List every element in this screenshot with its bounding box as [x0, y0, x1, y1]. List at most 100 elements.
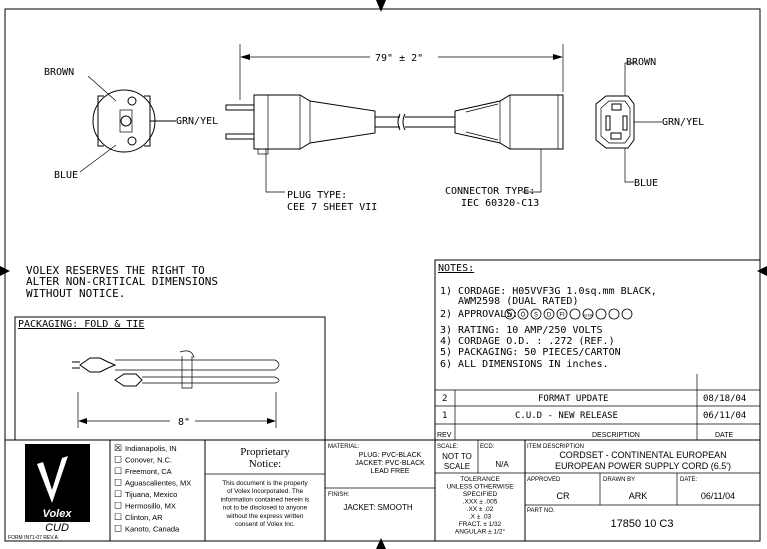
location-name: Tijuana, Mexico: [125, 490, 177, 499]
logo-text: Volex: [43, 508, 73, 520]
connector-face-view: [595, 95, 635, 149]
finish-label: FINISH:: [328, 492, 350, 498]
finish-value: JACKET: SMOOTH: [343, 503, 413, 512]
approval-mark: KEMA: [582, 308, 594, 320]
plug-type-label: PLUG TYPE:: [287, 190, 347, 201]
plug-face-view: [92, 89, 176, 153]
location-name: Kanoto, Canada: [125, 525, 180, 534]
approval-mark-text: S: [534, 313, 538, 319]
drawn-value: ARK: [629, 491, 648, 501]
blue-label-right: BLUE: [634, 178, 658, 189]
part-label: PART NO.: [527, 508, 555, 514]
disclaimer-line-3: WITHOUT NOTICE.: [26, 287, 125, 300]
material-line-2: JACKET: PVC-BLACK: [355, 460, 425, 467]
approval-mark: D: [543, 308, 555, 320]
ecd-label: ECD:: [480, 444, 495, 450]
rev-row-2-desc: C.U.D - NEW RELEASE: [515, 411, 618, 421]
ecd-value: N/A: [495, 460, 509, 469]
disclaimer-line-1: VOLEX RESERVES THE RIGHT TO: [26, 264, 205, 277]
note-6: 6) ALL DIMENSIONS IN inches.: [440, 359, 609, 370]
proprietary-title-1: Proprietary: [240, 446, 290, 458]
location-checkbox: ☒: [114, 443, 122, 453]
connector-type-leader: [522, 149, 542, 193]
tolerance-line: UNLESS OTHERWISE: [446, 484, 514, 491]
title-block-grid: [5, 439, 760, 541]
note-4: 4) CORDAGE O.D. : .272 (REF.): [440, 336, 615, 347]
packaging-box: [14, 316, 326, 441]
rev-header-desc: DESCRIPTION: [592, 432, 640, 439]
brown-leader-right: [624, 62, 636, 96]
top-center-arrow: [376, 0, 386, 12]
rev-header-rev: REV: [437, 432, 452, 439]
rev-row-2-rev: 1: [442, 411, 447, 421]
connector-type-value: IEC 60320-C13: [461, 198, 539, 209]
approval-mark: [569, 308, 581, 320]
grnyel-label-right: GRN/YEL: [662, 117, 704, 128]
overall-length-label: 79" ± 2": [375, 53, 423, 64]
scale-label: SCALE:: [437, 444, 459, 450]
blue-label-left: BLUE: [54, 170, 78, 181]
packaging-dimension-label: 8": [178, 417, 190, 428]
drawn-label: DRAWN BY: [603, 477, 635, 483]
location-checkbox: ☐: [114, 478, 122, 488]
location-name: Freemont, CA: [125, 467, 172, 476]
brown-leader-left: [87, 75, 117, 102]
plug-type-value: CEE 7 SHEET VII: [287, 202, 377, 213]
approval-mark-text: D: [547, 313, 552, 319]
item-label: ITEM DESCRIPTION: [527, 444, 584, 450]
scale-value-2: SCALE: [444, 462, 470, 471]
proprietary-line: without the express written: [226, 513, 304, 520]
disclaimer-line-2: ALTER NON-CRITICAL DIMENSIONS: [26, 275, 218, 288]
location-checkbox: ☐: [114, 512, 122, 522]
location-name: Indianapolis, IN: [125, 444, 177, 453]
plug-type-leader: [265, 149, 285, 193]
proprietary-line: of Volex Incorporated. The: [227, 488, 304, 495]
rev-row-1-rev: 2: [442, 394, 447, 404]
tolerance-line: SPECIFIED: [463, 491, 498, 498]
approval-mark: [608, 308, 620, 320]
note-2: 2) APPROVALS:: [440, 309, 518, 320]
proprietary-line: not to be disclosed to anyone: [223, 505, 308, 512]
item-line-1: CORDSET - CONTINENTAL EUROPEAN: [559, 450, 726, 460]
grnyel-label-left: GRN/YEL: [176, 116, 218, 127]
blue-leader-left: [79, 144, 117, 173]
rev-row-1-desc: FORMAT UPDATE: [538, 394, 608, 404]
connector-side-view: [454, 94, 564, 150]
left-center-arrow: [0, 266, 10, 276]
notes-title: NOTES:: [438, 263, 474, 274]
material-label: MATERIAL:: [328, 444, 360, 450]
location-checkbox: ☐: [114, 524, 122, 534]
part-number: 17850 10 C3: [611, 518, 674, 530]
tolerance-line: .XX ± .02: [467, 506, 494, 513]
note-3: 3) RATING: 10 AMP/250 VOLTS: [440, 325, 603, 336]
location-list: ☒Indianapolis, IN☐Conover, N.C.☐Freemont…: [114, 443, 191, 534]
approval-mark: FI: [556, 308, 568, 320]
form-number: FORM IN71-07 REV.A: [8, 535, 58, 541]
plug-side-view: [225, 94, 455, 155]
approval-mark: [621, 308, 633, 320]
location-name: Hermosillo, MX: [125, 502, 176, 511]
date-value: 06/11/04: [701, 491, 735, 501]
location-checkbox: ☐: [114, 489, 122, 499]
approved-label: APPROVED: [527, 477, 561, 483]
brown-label-left: BROWN: [44, 67, 74, 78]
approved-value: CR: [557, 491, 570, 501]
revision-table: [435, 374, 760, 440]
note-1b: AWM2598 (DUAL RATED): [440, 296, 578, 307]
location-name: Clinton, AR: [125, 513, 163, 522]
location-checkbox: ☐: [114, 466, 122, 476]
approval-mark-text: N: [508, 313, 512, 319]
rev-row-1-date: 08/18/04: [703, 394, 746, 404]
volex-logo-mark: [37, 456, 68, 503]
approval-mark-text: FI: [559, 313, 565, 319]
location-name: Aguascalientes, MX: [125, 479, 191, 488]
scale-value-1: NOT TO: [442, 452, 472, 461]
tolerance-line: TOLERANCE: [460, 476, 500, 483]
blue-leader-right: [624, 148, 634, 183]
packaging-dimension: [77, 392, 277, 428]
right-center-arrow: [757, 266, 767, 276]
tolerance-line: FRACT. ± 1/32: [459, 521, 502, 528]
